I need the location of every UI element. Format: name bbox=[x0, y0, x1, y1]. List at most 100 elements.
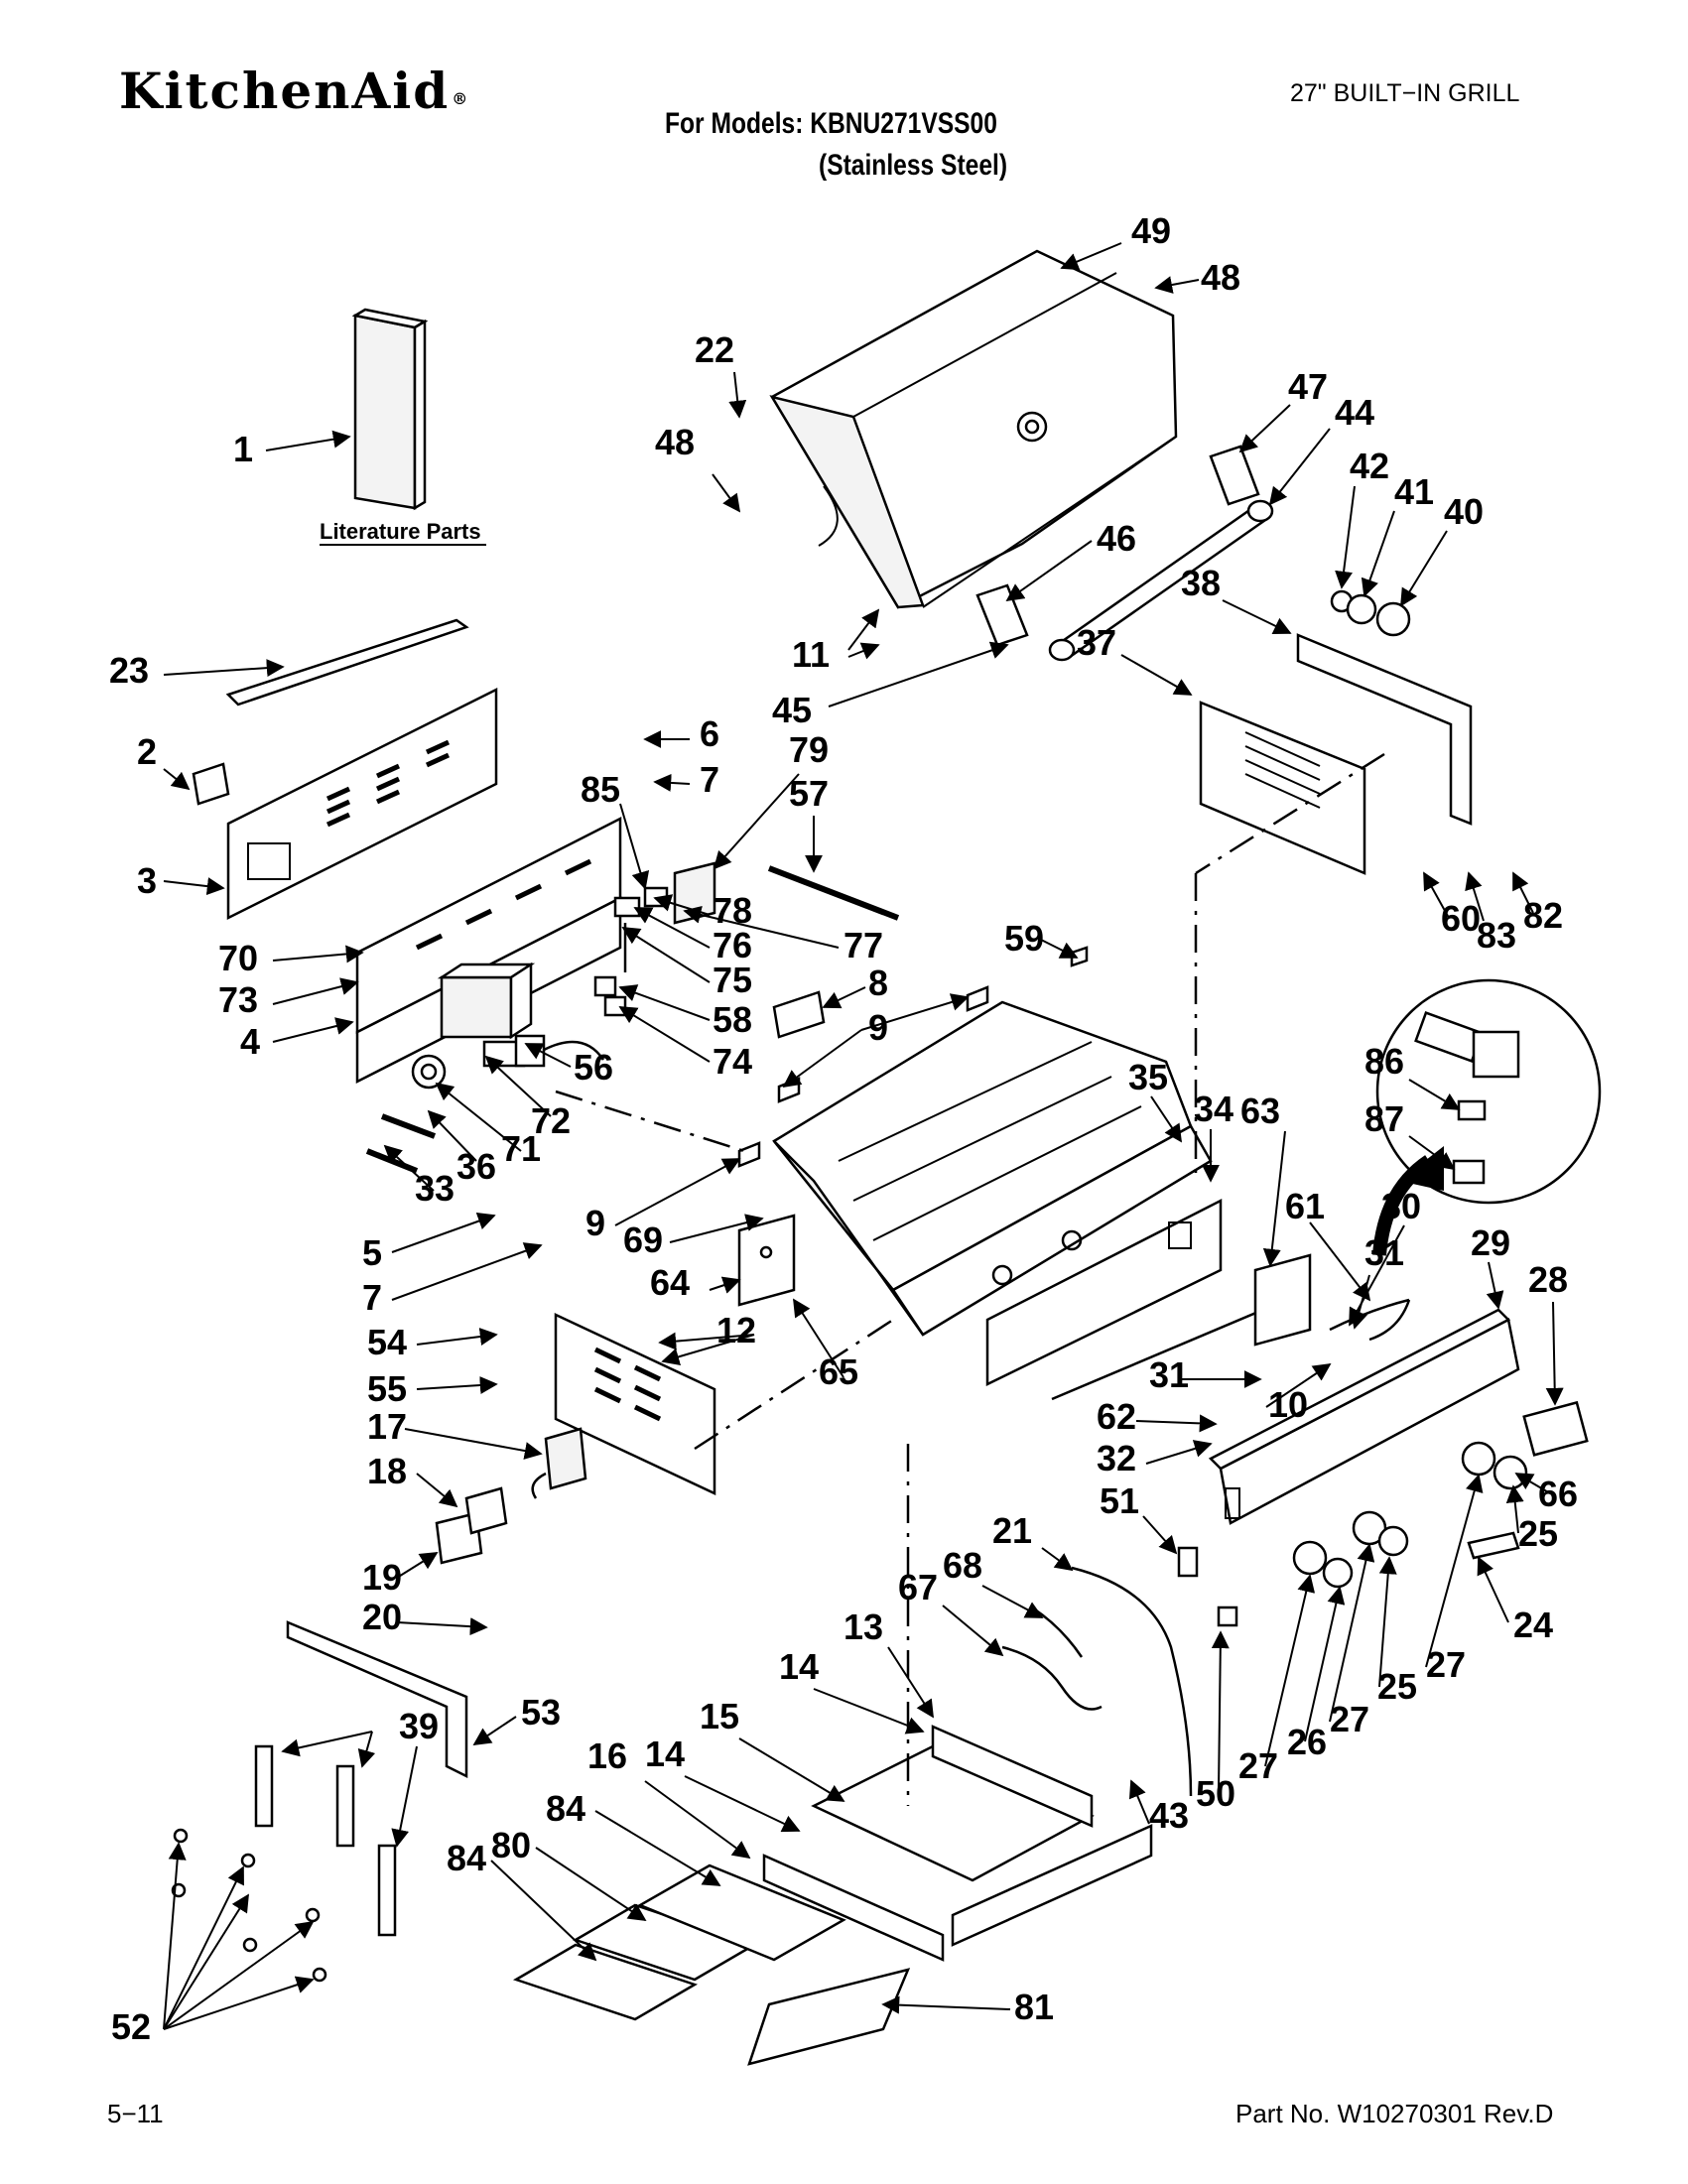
callout-30: 30 bbox=[1381, 1186, 1421, 1226]
callout-7a: 7 bbox=[700, 759, 719, 800]
callout-54: 54 bbox=[367, 1322, 407, 1362]
callout-46: 46 bbox=[1097, 518, 1136, 559]
callout-68: 68 bbox=[943, 1545, 982, 1586]
ignitor-inset-circle bbox=[1375, 978, 1602, 1205]
callout-4: 4 bbox=[240, 1021, 260, 1062]
callout-7b: 7 bbox=[362, 1277, 382, 1318]
callout-48a: 48 bbox=[1201, 257, 1240, 298]
callout-62: 62 bbox=[1097, 1396, 1136, 1437]
callout-82: 82 bbox=[1523, 895, 1563, 936]
transformer bbox=[531, 1427, 587, 1499]
callout-26: 26 bbox=[1287, 1722, 1327, 1762]
heat-shield-plate bbox=[772, 990, 826, 1039]
callout-40: 40 bbox=[1444, 491, 1484, 532]
callout-75: 75 bbox=[713, 960, 752, 1000]
callout-32: 32 bbox=[1097, 1438, 1136, 1478]
page-number: 5−11 bbox=[107, 2099, 164, 2128]
callout-78: 78 bbox=[713, 890, 752, 931]
callout-27c: 27 bbox=[1238, 1745, 1278, 1786]
callout-49: 49 bbox=[1131, 210, 1171, 251]
leader-lines bbox=[163, 242, 1564, 2030]
ignitor-wire bbox=[1329, 1298, 1411, 1342]
callout-31a: 31 bbox=[1364, 1232, 1404, 1273]
assembly-center-lines bbox=[555, 752, 1385, 1806]
brand-registered-mark: ® bbox=[452, 89, 470, 108]
ignitor-button bbox=[1177, 1546, 1199, 1578]
callout-71: 71 bbox=[501, 1128, 541, 1169]
callout-27a: 27 bbox=[1426, 1644, 1466, 1685]
front-control-panel bbox=[1208, 1308, 1520, 1525]
firebox-front-panel bbox=[985, 1198, 1223, 1387]
callout-28: 28 bbox=[1528, 1259, 1568, 1300]
callout-33: 33 bbox=[415, 1168, 454, 1209]
callout-61: 61 bbox=[1285, 1186, 1325, 1226]
callout-55: 55 bbox=[367, 1368, 407, 1409]
base-frame bbox=[762, 1725, 1153, 1962]
callout-27b: 27 bbox=[1330, 1699, 1369, 1739]
callout-50: 50 bbox=[1196, 1773, 1235, 1814]
callout-37: 37 bbox=[1077, 622, 1116, 663]
callout-1: 1 bbox=[233, 429, 253, 469]
ignitor-module-box bbox=[437, 962, 536, 1040]
gas-tube bbox=[767, 865, 900, 921]
callout-52: 52 bbox=[111, 2006, 151, 2047]
callout-83: 83 bbox=[1477, 915, 1516, 956]
callout-45: 45 bbox=[772, 690, 812, 730]
callout-85: 85 bbox=[581, 769, 620, 810]
literature-label: Literature Parts bbox=[320, 519, 481, 544]
callout-13: 13 bbox=[844, 1606, 883, 1647]
handle-bracket-right bbox=[1209, 445, 1260, 506]
brand-name: KitchenAid bbox=[119, 62, 451, 120]
igniter-knob-small bbox=[411, 1054, 447, 1090]
callout-47: 47 bbox=[1288, 366, 1328, 407]
callout-43: 43 bbox=[1149, 1795, 1189, 1836]
rotisserie-knob bbox=[1330, 589, 1411, 637]
leveling-feet bbox=[171, 1828, 327, 1983]
callout-72: 72 bbox=[531, 1100, 571, 1141]
callout-2: 2 bbox=[137, 731, 157, 772]
callout-17: 17 bbox=[367, 1406, 407, 1447]
callout-66: 66 bbox=[1538, 1474, 1578, 1514]
callout-53: 53 bbox=[521, 1692, 561, 1733]
literature-parts-booklet bbox=[351, 308, 429, 511]
callout-25a: 25 bbox=[1518, 1513, 1558, 1554]
callout-57: 57 bbox=[789, 773, 829, 814]
wire-harnesses bbox=[1001, 1566, 1193, 1797]
callout-11: 11 bbox=[792, 634, 830, 675]
callout-18: 18 bbox=[367, 1451, 407, 1491]
callout-31b: 31 bbox=[1149, 1354, 1189, 1395]
callout-58: 58 bbox=[713, 999, 752, 1040]
callout-84b: 84 bbox=[447, 1838, 486, 1878]
valve-bracket-box bbox=[1253, 1253, 1312, 1347]
firebox-brackets bbox=[737, 946, 1089, 1168]
callout-39: 39 bbox=[399, 1706, 439, 1746]
callout-19: 19 bbox=[362, 1557, 402, 1598]
drip-trays bbox=[512, 1863, 911, 2066]
light-switch-panel bbox=[1522, 1400, 1589, 1457]
callout-35: 35 bbox=[1128, 1057, 1168, 1097]
support-bracket bbox=[286, 1620, 468, 1779]
callout-labels: 1 2 3 4 5 6 7 7 8 9 9 9 10 11 12 13 14 1… bbox=[109, 210, 1578, 2047]
callout-64: 64 bbox=[650, 1262, 690, 1303]
callout-70: 70 bbox=[218, 938, 258, 978]
hood-handle bbox=[1048, 499, 1274, 662]
callout-60: 60 bbox=[1441, 898, 1481, 939]
rear-control-panel bbox=[226, 687, 498, 921]
rear-frame-strip bbox=[225, 618, 469, 707]
callout-23: 23 bbox=[109, 650, 149, 691]
callout-84a: 84 bbox=[546, 1788, 585, 1829]
valve-fittings bbox=[593, 886, 669, 1017]
inset-arrowhead bbox=[1399, 1146, 1444, 1191]
models-label: For Models: KBNU271VSS00 bbox=[665, 107, 997, 140]
callout-21: 21 bbox=[992, 1510, 1032, 1551]
callout-29: 29 bbox=[1471, 1222, 1510, 1263]
callout-8: 8 bbox=[868, 963, 888, 1003]
callout-73: 73 bbox=[218, 979, 258, 1020]
callout-16: 16 bbox=[587, 1735, 627, 1776]
callout-81: 81 bbox=[1014, 1987, 1054, 2027]
ignitor-connector bbox=[1217, 1606, 1238, 1627]
side-trim-bracket bbox=[1296, 633, 1473, 826]
callout-80: 80 bbox=[491, 1825, 531, 1865]
callout-76: 76 bbox=[713, 925, 752, 965]
callout-25b: 25 bbox=[1377, 1666, 1417, 1707]
